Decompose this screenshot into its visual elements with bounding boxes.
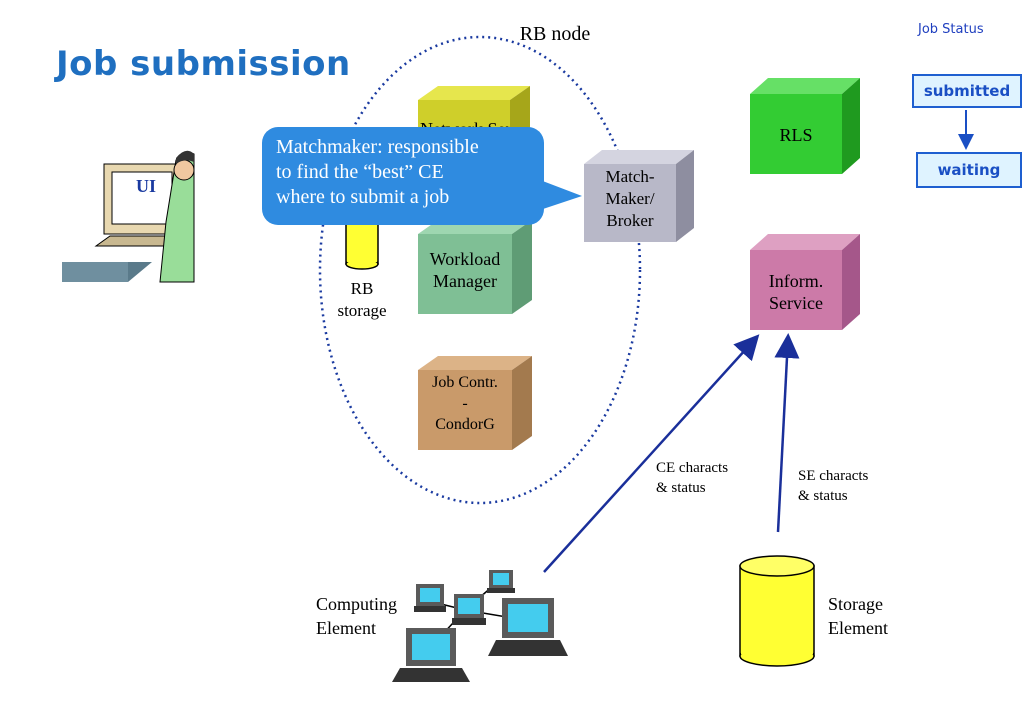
rb-storage-label-line: storage	[337, 301, 387, 320]
rb-storage-label-line: RB	[350, 279, 374, 298]
workload-manager-label-line: Manager	[433, 271, 497, 291]
rb-node-label: RB node	[519, 23, 591, 45]
callout-line: where to submit a job	[276, 186, 450, 208]
job-control-label-line: CondorG	[435, 416, 495, 433]
matchmaker-label-line: Broker	[606, 211, 654, 230]
rls-cube	[750, 78, 860, 174]
se-status-label-line: SE characts	[798, 468, 869, 484]
job-status-heading: Job Status	[918, 22, 984, 37]
page-title: Job submission	[56, 44, 351, 84]
info-service-label: Inform. Service	[750, 270, 842, 314]
computing-element-label-line: Computing	[316, 594, 398, 614]
job-control-cube	[418, 356, 532, 450]
ce-status-label: CE characts & status	[656, 458, 728, 498]
job-control-label-line: -	[462, 395, 468, 412]
ce-to-info-arrow	[543, 334, 760, 573]
job-control-label: Job Contr. - CondorG	[418, 372, 512, 435]
ce-status-label-line: & status	[656, 480, 706, 496]
computing-element-network	[392, 570, 568, 682]
status-waiting: waiting	[916, 152, 1022, 188]
workload-manager-label-line: Workload	[429, 249, 501, 269]
matchmaker-callout: Matchmaker: responsible to find the “bes…	[262, 127, 544, 225]
info-service-label-line: Inform.	[768, 271, 824, 291]
callout-pointer	[540, 180, 582, 210]
info-service-label-line: Service	[769, 293, 823, 313]
se-to-info-arrow	[774, 333, 800, 533]
job-control-label-line: Job Contr.	[432, 374, 498, 391]
ui-label: UI	[135, 176, 156, 196]
se-status-label: SE characts & status	[798, 466, 868, 506]
rb-storage-label: RB storage	[326, 278, 398, 322]
storage-element-cylinder	[739, 555, 815, 667]
ui-workstation-icon	[62, 150, 195, 283]
callout-line: Matchmaker: responsible	[276, 136, 479, 158]
storage-element-label-line: Element	[828, 618, 888, 638]
status-submitted: submitted	[912, 74, 1022, 108]
storage-element-label: Storage Element	[828, 592, 888, 640]
computing-element-label-line: Element	[316, 618, 376, 638]
rb-storage-cylinder	[345, 221, 379, 270]
ce-status-label-line: CE characts	[656, 460, 729, 476]
matchmaker-label-line: Match-	[605, 167, 655, 186]
storage-element-label-line: Storage	[828, 594, 883, 614]
info-service-cube	[750, 234, 860, 330]
callout-line: to find the “best” CE	[276, 161, 444, 183]
rb-node-boundary	[318, 35, 642, 505]
matchmaker-cube	[584, 150, 694, 242]
matchmaker-label: Match- Maker/ Broker	[584, 166, 676, 232]
computing-element-label: Computing Element	[316, 592, 397, 640]
se-status-label-line: & status	[798, 488, 848, 504]
matchmaker-label-line: Maker/	[605, 189, 655, 208]
rls-label: RLS	[779, 125, 813, 145]
workload-manager-label: Workload Manager	[418, 248, 512, 292]
